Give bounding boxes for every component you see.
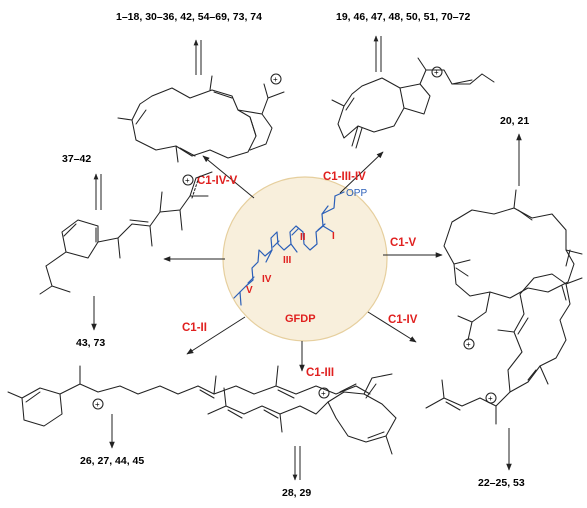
structure-bottom-left: [7, 365, 371, 427]
ring-label-ii: II: [300, 232, 306, 243]
route-label-c1-iii-iv: C1-III-IV: [323, 171, 366, 183]
ring-label-iv: IV: [262, 274, 272, 285]
product-right: 20, 21: [500, 115, 529, 127]
ring-label-iii: III: [283, 255, 292, 266]
structure-right: [443, 189, 583, 350]
cation-bottom-left: +: [95, 400, 100, 409]
gfdp-label: GFDP: [285, 313, 316, 325]
route-label-c1-iii: C1-III: [306, 367, 334, 379]
route-label-c1-iv: C1-IV: [388, 314, 418, 326]
product-left-upper: 37–42: [62, 153, 91, 165]
structure-top-left: [117, 73, 285, 163]
route-label-c1-iv-v: C1-IV-V: [197, 175, 238, 187]
product-bottom-left: 26, 27, 44, 45: [80, 455, 144, 467]
ring-label-v: V: [246, 285, 253, 296]
cation-right: +: [466, 340, 471, 349]
product-left-lower: 43, 73: [76, 337, 105, 349]
product-bottom-right: 22–25, 53: [478, 477, 525, 489]
cation-bottom-right: +: [488, 394, 493, 403]
arrow-top-left: [193, 39, 202, 75]
structure-left: [39, 171, 213, 295]
product-bottom-center: 28, 29: [282, 487, 311, 499]
product-top-left: 1–18, 30–36, 42, 54–69, 73, 74: [116, 11, 262, 23]
structure-bottom-center: [207, 373, 397, 455]
product-top-right: 19, 46, 47, 48, 50, 51, 70–72: [336, 11, 470, 23]
route-label-c1-v: C1-V: [390, 237, 417, 249]
structure-bottom-right: [425, 273, 583, 425]
gfdp-structure: [233, 191, 345, 306]
arrow-left-upper: [93, 173, 102, 210]
cation-bottom-center: +: [321, 389, 326, 398]
arrow-bottom-center: [292, 446, 301, 481]
cation-left: +: [185, 176, 190, 185]
ring-label-i: I: [332, 231, 335, 242]
group-opp: OPP: [346, 188, 367, 199]
route-label-c1-ii: C1-II: [182, 322, 207, 334]
cation-top-right: +: [434, 68, 439, 77]
spoke-arrows: [163, 151, 443, 372]
arrow-top-right: [373, 35, 382, 72]
cation-top-left: +: [273, 75, 278, 84]
structure-top-right: [331, 57, 495, 149]
